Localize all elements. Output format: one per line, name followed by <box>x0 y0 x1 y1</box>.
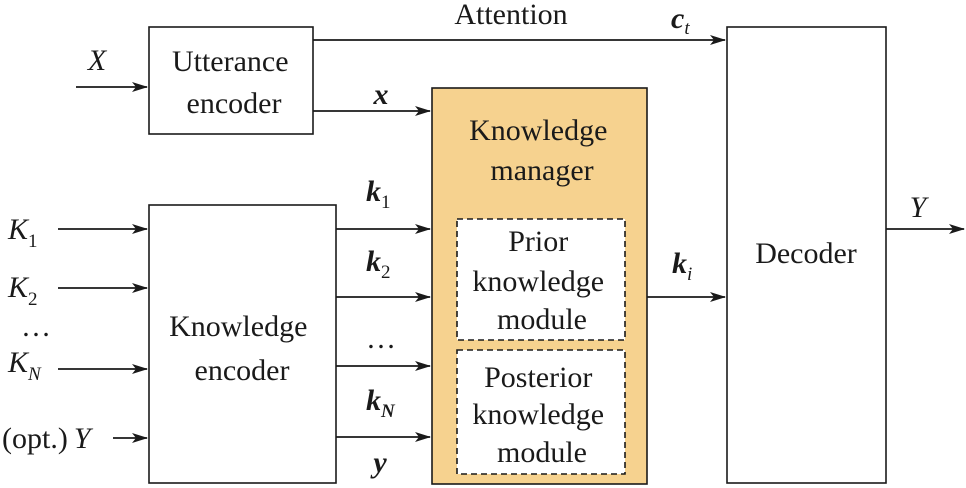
svg-text:Posterior knowledge mo: Posterior knowledge module <box>472 361 611 469</box>
vector-ellipsis: … <box>366 322 396 355</box>
attention-label: Attention <box>454 0 567 31</box>
prior-knowledge-module-box <box>456 218 626 341</box>
prior-module-label-1: Prior <box>508 225 568 258</box>
prior-module-label-3: module <box>497 303 587 336</box>
input-k1-letter: K <box>7 213 30 246</box>
utterance-encoder-box <box>148 26 314 135</box>
context-subscript: t <box>684 18 690 39</box>
svg-text:Knowledge manager: Knowledge manager <box>469 114 615 187</box>
knowledge-encoder-box <box>148 204 337 484</box>
input-opt-prefix: (opt.) <box>2 422 68 455</box>
decoder-label: Decoder <box>755 237 857 270</box>
context-vector-label: ct <box>671 2 690 39</box>
input-kn-subscript: N <box>27 364 42 385</box>
ki-letter: k <box>672 247 687 280</box>
ki-vector-label: ki <box>672 247 692 285</box>
svg-text:Knowledge encoder: Knowledge encoder <box>169 310 315 387</box>
utterance-encoder-label-2: encoder <box>187 87 282 120</box>
knowledge-manager-label-2: manager <box>490 154 593 187</box>
svg-text:Prior knowledge module: Prior knowledge module <box>472 225 611 336</box>
k1-subscript: 1 <box>381 192 391 213</box>
ki-subscript: i <box>687 264 692 285</box>
kn-letter: k <box>366 384 381 417</box>
k1-vector-label: k1 <box>366 175 391 213</box>
x-vector-label: x <box>373 78 389 111</box>
input-k1-label: K1 <box>7 213 38 252</box>
input-ellipsis: … <box>21 310 51 343</box>
k2-letter: k <box>366 245 381 278</box>
decoder-box <box>726 26 887 484</box>
posterior-knowledge-module-box <box>456 349 626 475</box>
input-kn-letter: K <box>7 346 30 379</box>
input-opt-y-label: (opt.)Y <box>2 422 94 455</box>
context-letter: c <box>671 2 684 35</box>
y-vector-label: y <box>370 446 387 479</box>
svg-text:Utterance encoder: Utterance encoder <box>172 45 296 120</box>
utterance-encoder-label-1: Utterance <box>172 45 289 78</box>
knowledge-encoder-label-1: Knowledge <box>169 310 307 343</box>
posterior-module-label-3: module <box>497 436 587 469</box>
input-k2-label: K2 <box>7 271 38 310</box>
posterior-module-label-1: Posterior <box>484 361 592 394</box>
knowledge-manager-label-1: Knowledge <box>469 114 607 147</box>
prior-module-label-2: knowledge <box>472 265 604 298</box>
k2-vector-label: k2 <box>366 245 391 283</box>
kn-subscript: N <box>380 401 396 422</box>
output-y-label: Y <box>910 191 930 224</box>
posterior-module-label-2: knowledge <box>472 398 604 431</box>
kn-vector-label: kN <box>366 384 396 422</box>
input-k2-subscript: 2 <box>28 289 38 310</box>
k2-subscript: 2 <box>381 262 391 283</box>
knowledge-encoder-label-2: encoder <box>195 354 290 387</box>
k1-letter: k <box>366 175 381 208</box>
input-k2-letter: K <box>7 271 30 304</box>
input-k1-subscript: 1 <box>28 231 38 252</box>
input-kn-label: KN <box>7 346 42 385</box>
input-x-label: X <box>87 44 108 77</box>
input-opt-y-letter: Y <box>74 422 94 455</box>
